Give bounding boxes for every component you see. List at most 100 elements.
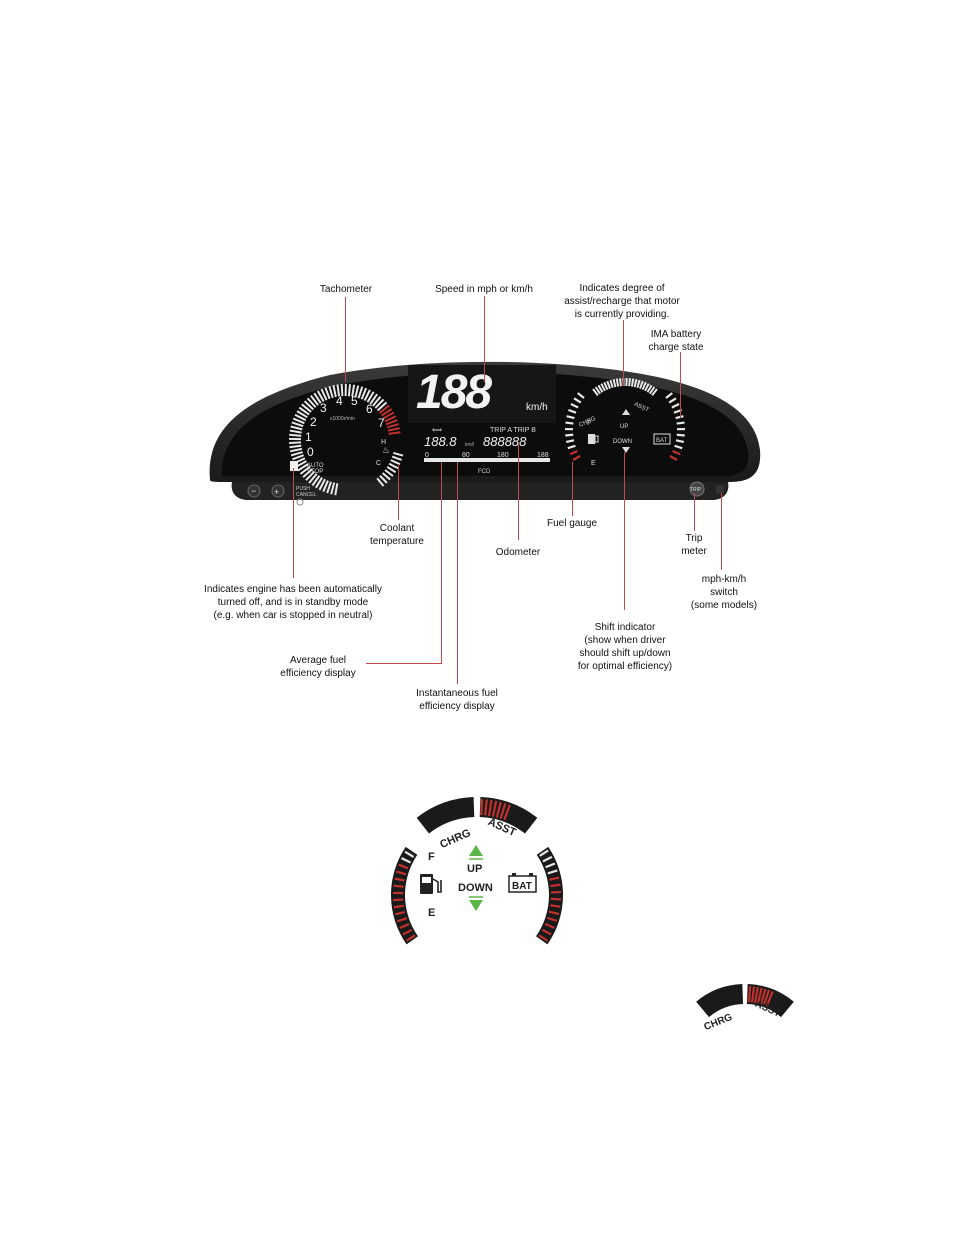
zoom-fuel-arc — [391, 846, 419, 945]
tach-tick — [306, 397, 317, 408]
assist-tick — [619, 378, 622, 387]
tach-tick — [297, 463, 309, 472]
fuel-tick — [569, 449, 578, 456]
temp-tick — [379, 475, 388, 484]
assist-tick — [651, 388, 658, 396]
assist-tick — [628, 378, 631, 387]
assist-tick — [615, 378, 620, 387]
push-cancel-label: PUSH CANCEL — [296, 486, 317, 498]
tach-tick — [330, 482, 336, 495]
assist-tick — [636, 379, 641, 389]
assist-tick — [612, 379, 617, 388]
auto-stop-label: AUTO STOP — [307, 463, 325, 475]
trip-button[interactable] — [689, 481, 705, 497]
tach-tick — [354, 385, 360, 398]
mini-asst-tick — [762, 989, 771, 1006]
fuel-tick — [568, 408, 577, 414]
temp-tick — [393, 451, 404, 457]
leader-coolant — [398, 464, 399, 520]
tach-tick — [363, 389, 371, 402]
shift-up-icon — [622, 409, 630, 415]
speed-digits: 188 — [416, 366, 492, 419]
fuel-pump-icon — [588, 434, 599, 444]
callout-ima-battery: IMA battery charge state — [648, 329, 704, 353]
zoom-fuel-tick — [402, 928, 413, 936]
mini-chrg-band — [696, 984, 744, 1018]
tach-tick — [289, 447, 303, 453]
tach-tick — [324, 387, 331, 400]
assist-tick — [649, 386, 656, 395]
minus-button[interactable] — [247, 484, 261, 498]
zoom-fuel-tick — [396, 870, 407, 876]
zoom-asst-tick — [487, 799, 493, 817]
tach-tick — [376, 401, 388, 412]
mph-kmh-switch[interactable] — [716, 485, 724, 493]
tach-tick — [381, 408, 393, 417]
coolant-icon: ♨ — [382, 445, 390, 455]
callout-auto-stop: Indicates engine has been automatically … — [204, 584, 382, 621]
fuel-tick — [573, 397, 582, 404]
fuel-f-label: F — [587, 420, 591, 427]
zoom-assist-arc — [416, 797, 538, 834]
mini-asst-tick — [756, 987, 763, 1004]
shift-up-label: UP — [620, 424, 628, 430]
zoom-e-label: E — [428, 907, 435, 919]
tach-tick — [374, 398, 385, 409]
zoom-fuel-tick — [395, 910, 406, 916]
zoomed-right-gauge — [391, 797, 563, 945]
tach-tick — [289, 444, 302, 449]
zoom-battery-band — [535, 846, 563, 945]
assist-tick — [609, 379, 614, 389]
callout-coolant: Coolant temperature — [370, 523, 424, 547]
tach-tick — [347, 384, 351, 397]
zoom-battery-tick — [550, 897, 561, 901]
zoom-fuel-tick — [394, 877, 405, 882]
zoom-asst-tick — [491, 800, 498, 817]
battery-tick — [675, 415, 684, 420]
temp-h-label: H — [381, 439, 386, 446]
tach-tick — [332, 385, 337, 398]
assist-tick — [600, 383, 606, 392]
plus-button[interactable] — [271, 484, 285, 498]
trip-arrow-icon: ⟺ — [432, 427, 442, 434]
zoom-battery-tick — [542, 855, 553, 863]
tach-tick — [369, 393, 378, 405]
leader-assist — [623, 320, 624, 386]
tach-tick — [311, 475, 321, 487]
mini-asst-tick — [759, 988, 767, 1005]
zoom-battery-tick — [539, 849, 549, 857]
fuel-econ-value: 188.8 — [424, 434, 457, 449]
tach-tick — [387, 427, 400, 432]
zoom-asst-tick — [480, 799, 484, 816]
tach-unit: x1000r/min — [330, 416, 355, 422]
tach-tick — [292, 417, 305, 425]
assist-tick — [646, 384, 653, 393]
tach-tick — [357, 386, 364, 399]
fuel-tick — [565, 439, 575, 443]
plus-button-label: + — [274, 487, 279, 497]
odometer-digits: 888888 — [483, 434, 527, 449]
tach-tick — [360, 387, 368, 400]
leader-speed — [484, 296, 485, 382]
temp-tick — [384, 469, 394, 477]
zoom-fuel-tick — [401, 857, 412, 864]
zoom-chrg-label: CHRG — [438, 827, 472, 851]
zoom-battery-tick — [550, 904, 561, 908]
temp-tick — [391, 455, 402, 461]
tach-tick — [292, 454, 305, 461]
trip-button-label: TRIP — [690, 487, 702, 493]
tach-tick — [322, 480, 329, 493]
tach-tick — [372, 396, 382, 407]
leader-ima — [680, 352, 681, 418]
callout-tachometer: Tachometer — [319, 284, 373, 295]
tach-numbers: 0 1 2 3 4 5 6 7 — [305, 394, 385, 459]
tach-tick — [366, 391, 375, 403]
tach-number: 6 — [366, 402, 373, 416]
assist-tick — [633, 379, 638, 388]
tach-tick — [320, 388, 328, 401]
assist-tick — [603, 381, 609, 391]
tach-tick — [336, 384, 341, 397]
fuel-scale — [564, 392, 585, 461]
fuel-tick — [565, 421, 574, 425]
